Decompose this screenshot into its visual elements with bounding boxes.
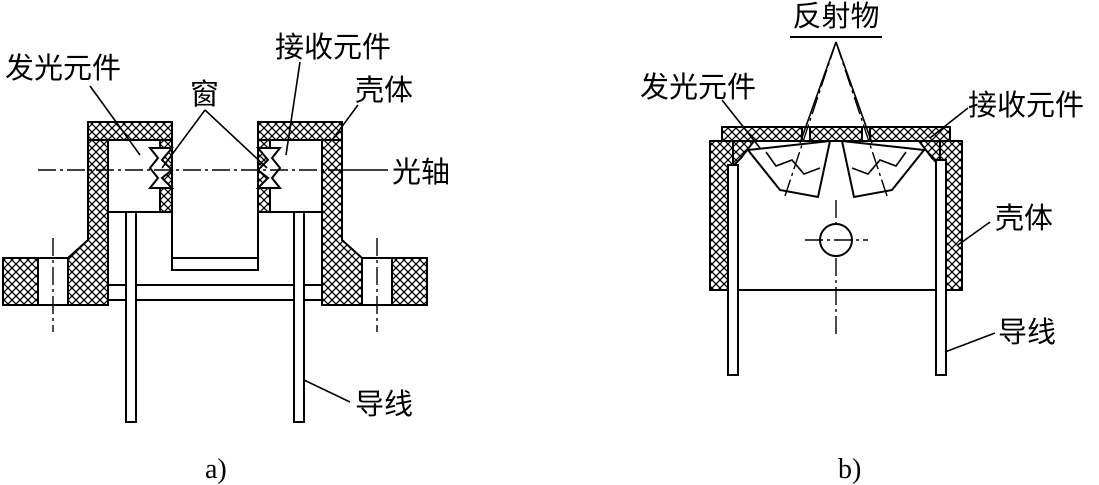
emitter-axis-b — [784, 41, 837, 197]
emitter-lens-b — [765, 151, 821, 175]
caption-b: b) — [838, 454, 861, 485]
receiver-leader-a — [285, 61, 301, 156]
window-leader-left — [161, 109, 206, 169]
leads-label-b: 导线 — [998, 315, 1056, 349]
left-housing-top-wall — [87, 121, 173, 141]
housing-right-corner-b — [916, 140, 941, 169]
receiver-lens-b — [851, 151, 907, 175]
right-housing-top-wall — [257, 121, 343, 141]
housing-label-b: 壳体 — [995, 201, 1053, 235]
receiver-leader-b — [929, 107, 969, 139]
housing-leader-b — [957, 221, 991, 246]
emitter-element-a — [107, 139, 161, 213]
window-label: 窗 — [190, 77, 219, 111]
window-leader-right — [204, 109, 268, 169]
leads-leader-b — [944, 332, 996, 353]
emitter-label-a: 发光元件 — [5, 51, 121, 85]
lead-left-a — [125, 211, 137, 423]
receiver-axis-b — [835, 41, 888, 197]
housing-top-band-b — [721, 126, 951, 142]
figure-b: 反射物 发光元件 接收元件 壳体 导线 b) — [640, 0, 1084, 485]
figure-a: 发光元件 窗 接收元件 壳体 光轴 导线 a) — [2, 30, 450, 485]
left-window — [147, 147, 175, 189]
right-housing-outer-wall — [321, 139, 363, 306]
right-flange — [391, 257, 428, 306]
lead-left-b — [727, 164, 739, 376]
optical-axis-label: 光轴 — [392, 155, 450, 189]
slot-floor — [171, 257, 259, 271]
emitter-label-b: 发光元件 — [640, 70, 756, 104]
base-plate — [107, 284, 323, 301]
lead-right-a — [293, 211, 305, 423]
housing-leader-a — [331, 104, 359, 141]
housing-left-corner-b — [732, 140, 757, 169]
leads-leader-a — [303, 379, 351, 403]
leads-label-a: 导线 — [355, 387, 413, 421]
receiver-label-a: 接收元件 — [275, 30, 391, 64]
right-window — [255, 147, 283, 189]
housing-label-a: 壳体 — [355, 73, 413, 107]
receiver-label-b: 接收元件 — [968, 88, 1084, 122]
caption-a: a) — [205, 454, 227, 485]
left-housing-outer-wall — [67, 139, 109, 306]
emitter-leader-b — [721, 99, 761, 149]
emitter-leader-a — [89, 85, 141, 156]
left-flange — [2, 257, 39, 306]
reflector-label: 反射物 — [792, 0, 879, 33]
lead-right-b — [935, 159, 947, 376]
